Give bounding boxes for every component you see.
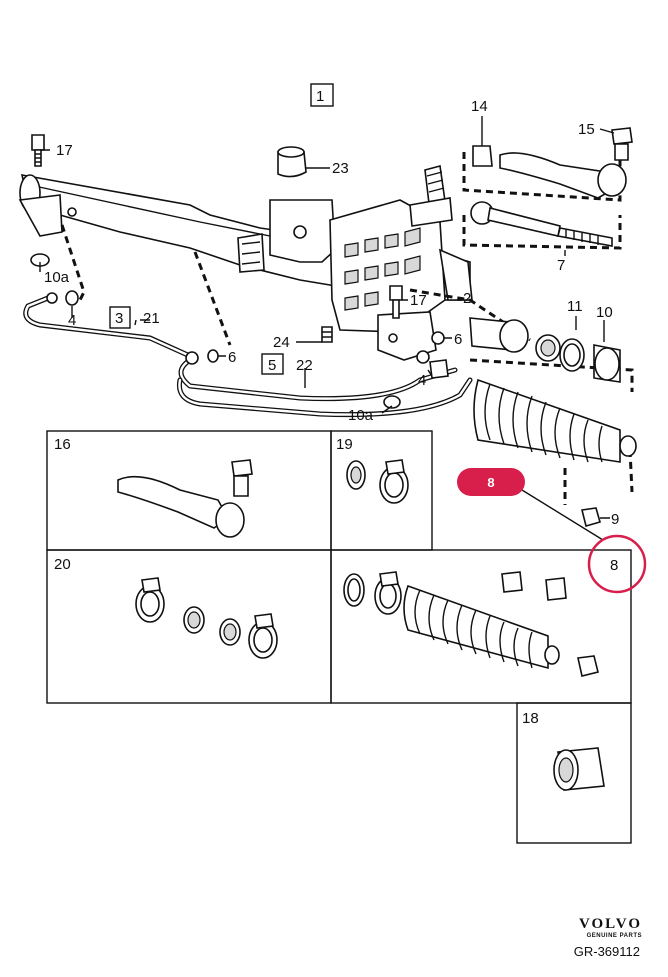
callout-17-left: 17: [56, 142, 73, 159]
callout-6-left: 6: [228, 349, 236, 366]
callout-2: 2: [463, 290, 471, 307]
rack-seal-parts: [469, 317, 621, 383]
callout-22: 22: [296, 357, 313, 374]
callout-18: 18: [522, 710, 539, 727]
kit-20-clamp-set: [135, 577, 278, 659]
callout-15: 15: [578, 121, 595, 138]
hotspot-badge-8[interactable]: 8: [457, 468, 525, 496]
callout-10a-left: 10a: [44, 269, 70, 286]
callout-10: 10: [596, 304, 613, 321]
callout-21: 21: [143, 310, 160, 327]
callout-24: 24: [273, 334, 290, 351]
tie-rod-end-assembly: [472, 127, 633, 199]
callout-10a-bottom: 10a: [348, 407, 374, 424]
bellows-boot: [473, 378, 637, 527]
kit-boxes: [46, 430, 632, 844]
brand-logo-text: VOLVO: [578, 916, 642, 932]
steering-rack-housing: [18, 134, 473, 361]
callout-box-1: [310, 83, 334, 107]
callout-8: 8: [610, 557, 618, 574]
callout-7: 7: [557, 257, 565, 274]
callout-11: 11: [567, 298, 583, 315]
kit-19-clamps: [346, 459, 409, 504]
leader-lines: [39, 116, 615, 519]
kit-18-bearing: [553, 747, 605, 791]
callout-labels: 14 15 17 23 10a 4 3 21 6 24 5 22 17 2 6 …: [44, 98, 619, 727]
callout-6-right: 6: [454, 331, 462, 348]
hotspot-ring[interactable]: [587, 534, 647, 594]
drawing-code: GR-369112: [573, 944, 640, 959]
inner-tie-rod: [470, 201, 613, 247]
kit-8-boot-kit: [343, 571, 599, 677]
callout-4-right: 4: [418, 372, 426, 389]
callout-16: 16: [54, 436, 71, 453]
callout-5: 5: [268, 357, 276, 374]
callout-9: 9: [611, 511, 619, 528]
hotspot-badge-label: 8: [487, 475, 494, 490]
hotspot-leader: [521, 489, 604, 541]
callout-23: 23: [332, 160, 349, 177]
kit-16-tie-rod-end: [117, 459, 253, 538]
fluid-lines: [23, 285, 473, 418]
brand-subtitle: GENUINE PARTS: [586, 933, 642, 939]
callout-1: 1: [316, 88, 324, 105]
callout-3: 3: [115, 310, 123, 327]
callout-box-5: [261, 353, 284, 375]
callout-17-right: 17: [410, 292, 427, 309]
callout-4-left: 4: [68, 312, 76, 329]
callout-box-3: [109, 306, 131, 329]
callout-14: 14: [471, 98, 488, 115]
callout-19: 19: [336, 436, 353, 453]
callout-20: 20: [54, 556, 71, 573]
